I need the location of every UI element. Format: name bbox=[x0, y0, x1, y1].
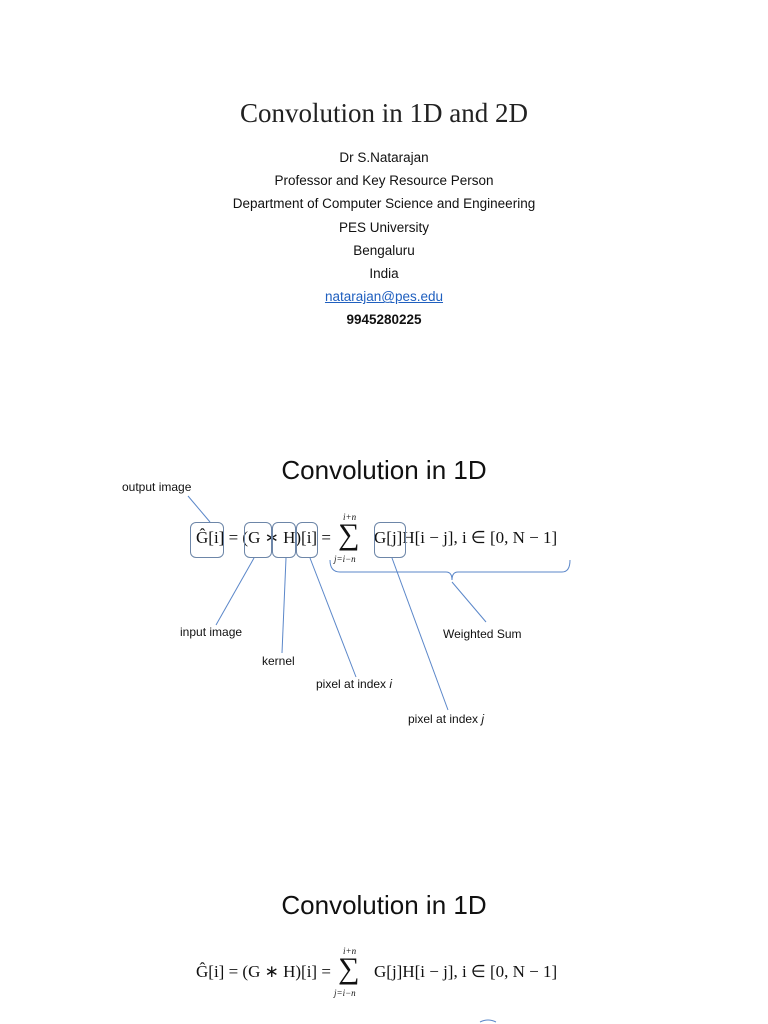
label-input-image: input image bbox=[180, 625, 243, 639]
leader-index-i bbox=[309, 557, 357, 678]
slide2-title: Convolution in 1D bbox=[281, 890, 487, 920]
slide1-formula-lhs: Ĝ[i] = (G ∗ H)[i] = bbox=[196, 528, 331, 547]
slide2-formula-rhs: G[j]H[i − j], i ∈ [0, N − 1] bbox=[374, 962, 558, 981]
leader-index-j bbox=[391, 557, 449, 711]
document-title: Convolution in 1D and 2D bbox=[240, 98, 528, 128]
slide1-sum-bottom: j=i−n bbox=[334, 554, 356, 564]
slide1-sum-top: i+n bbox=[343, 512, 357, 522]
author-university: PES University bbox=[338, 219, 430, 235]
slide1-title: Convolution in 1D bbox=[281, 455, 487, 485]
author-email-link[interactable]: natarajan@pes.edu bbox=[324, 289, 444, 305]
box-kernel bbox=[272, 522, 296, 558]
brace-weighted-sum bbox=[329, 559, 571, 581]
author-block: Dr S.Natarajan Professor and Key Resourc… bbox=[0, 146, 768, 332]
slide2-sum-top: i+n bbox=[343, 946, 357, 956]
label-output-image: output image bbox=[122, 480, 192, 494]
leader-weighted-sum bbox=[451, 581, 487, 623]
leader-input-image bbox=[215, 557, 255, 626]
slide1-formula-rhs: G[j]H[i − j], i ∈ [0, N − 1] bbox=[374, 528, 558, 547]
author-city: Bengaluru bbox=[353, 242, 415, 258]
box-output-pixel bbox=[190, 522, 224, 558]
label-pixel-index-j: pixel at index j bbox=[408, 712, 485, 726]
slide2-sum-bottom: j=i−n bbox=[334, 988, 356, 998]
box-input-image bbox=[244, 522, 272, 558]
box-index-i bbox=[296, 522, 318, 558]
label-pixel-index-i: pixel at index i bbox=[316, 677, 393, 691]
author-country: India bbox=[369, 266, 399, 282]
slide2-sum-symbol: ∑ bbox=[338, 952, 360, 985]
box-index-j bbox=[374, 522, 406, 558]
label-weighted-sum: Weighted Sum bbox=[443, 627, 522, 641]
author-name: Dr S.Natarajan bbox=[339, 150, 429, 165]
author-phone: 9945280225 bbox=[346, 312, 422, 328]
author-role: Professor and Key Resource Person bbox=[274, 173, 494, 189]
label-kernel: kernel bbox=[262, 654, 295, 668]
leader-kernel bbox=[281, 557, 287, 654]
slide2-formula-lhs: Ĝ[i] = (G ∗ H)[i] = bbox=[196, 962, 331, 981]
leader-output-image bbox=[187, 495, 211, 523]
author-department: Department of Computer Science and Engin… bbox=[232, 196, 536, 212]
slide1-sum-symbol: ∑ bbox=[338, 518, 360, 551]
